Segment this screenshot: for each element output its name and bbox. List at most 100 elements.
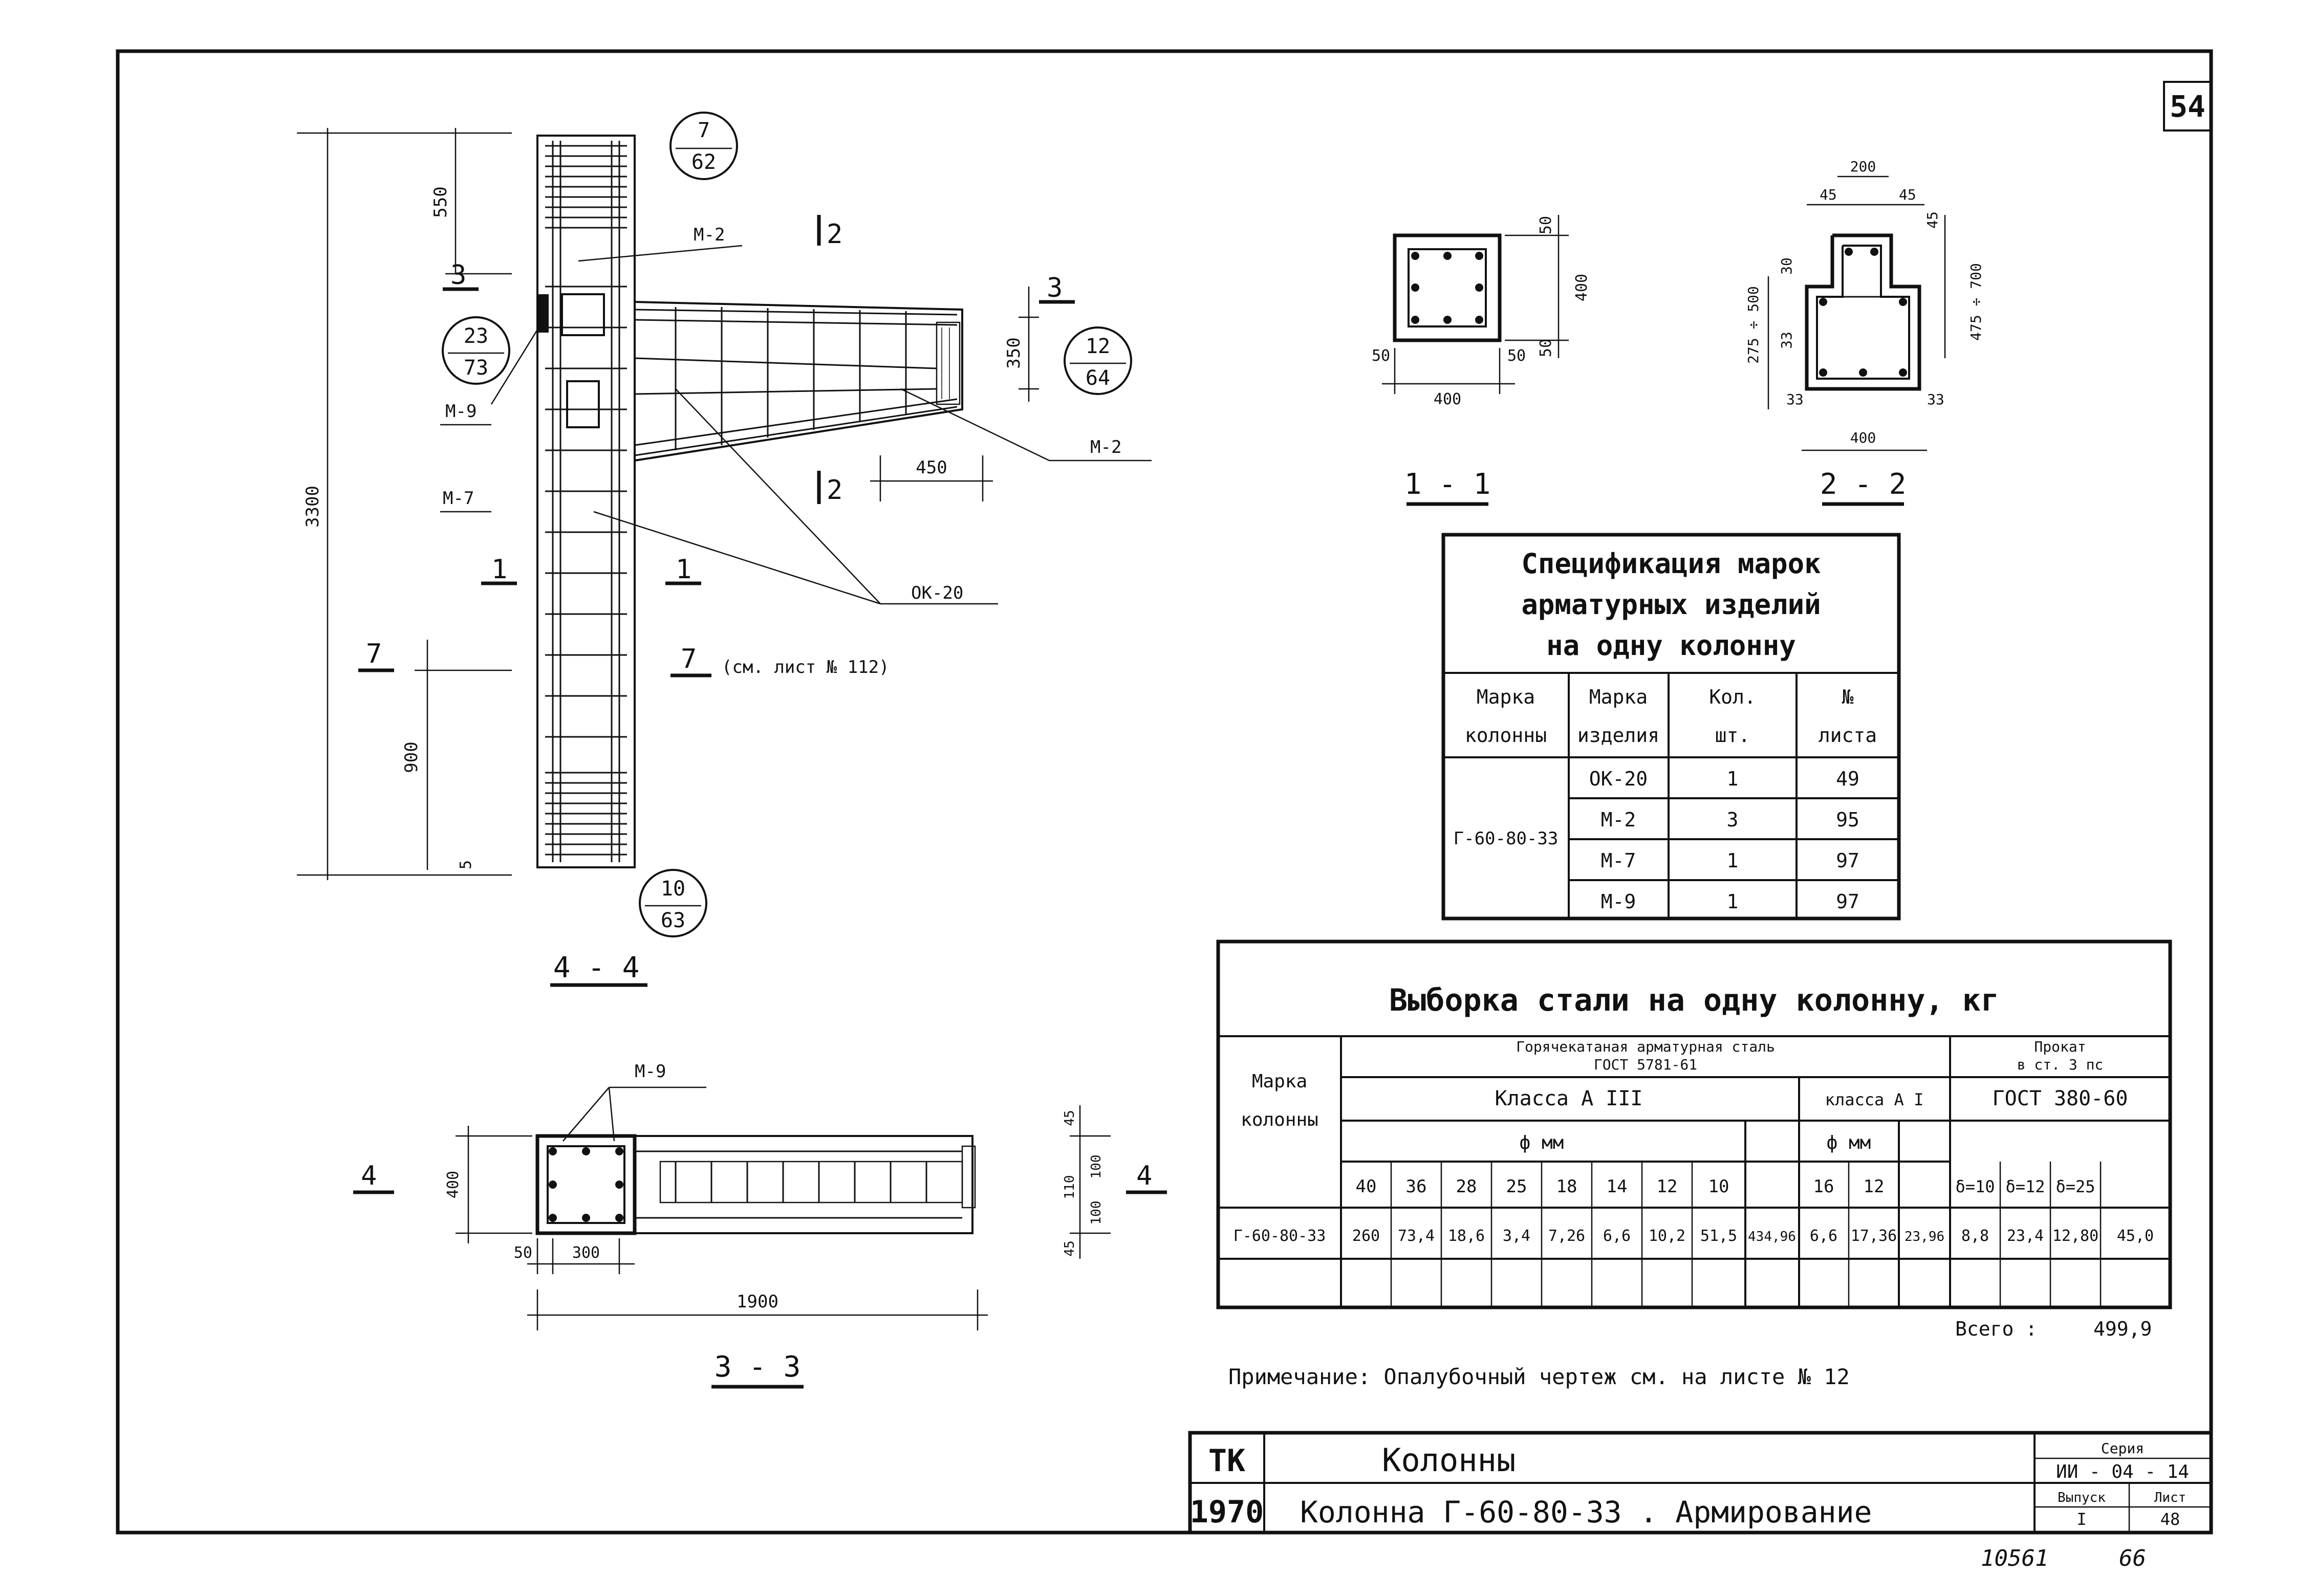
spec-table: Спецификация марок арматурных изделий на… bbox=[1441, 533, 1901, 921]
corner-stamp-box bbox=[2163, 81, 2212, 132]
drawing-text-125: 23,4 bbox=[2007, 1227, 2044, 1245]
node-ref-1: 7 62 bbox=[669, 112, 738, 180]
inventory-number: 10561 bbox=[1981, 1545, 2048, 1571]
drawing-text-25: 900 bbox=[401, 741, 422, 773]
drawing-text-98: 40 bbox=[1356, 1176, 1377, 1197]
title-series-value: ИИ - 04 - 14 bbox=[2056, 1461, 2189, 1482]
drawing-text-76: 400 bbox=[444, 1171, 462, 1198]
drawing-text-74: 4 bbox=[361, 1161, 377, 1191]
drawing-text-122: 17,36 bbox=[1851, 1227, 1897, 1245]
section-mark-7b: 7 bbox=[681, 644, 697, 674]
drawing-text-44: 275 ÷ 500 bbox=[1745, 286, 1762, 364]
bottom-ties bbox=[545, 772, 627, 856]
label-m2-right: М-2 bbox=[1090, 437, 1121, 457]
drawing-text-72: 97 bbox=[1836, 890, 1859, 913]
drawing-text-31: 50 bbox=[1372, 347, 1390, 365]
drawing-text-63: 49 bbox=[1836, 768, 1859, 790]
label-m9-left: М-9 bbox=[445, 401, 477, 422]
drawing-text-41: 475 ÷ 700 bbox=[1967, 263, 1984, 341]
drawing-text-103: 14 bbox=[1607, 1176, 1628, 1197]
node-ref-2: 23 73 bbox=[442, 316, 510, 385]
drawing-text-64: М-2 bbox=[1601, 808, 1636, 831]
drawing-text-126: 12,80 bbox=[2052, 1227, 2098, 1245]
node-ref-3: 12 64 bbox=[1064, 326, 1132, 395]
drawing-text-96: ф мм bbox=[1520, 1132, 1564, 1153]
spec-title-2: арматурных изделий bbox=[1521, 588, 1821, 621]
drawing-text-15: 7 bbox=[698, 119, 710, 142]
corbel bbox=[634, 301, 963, 462]
label-m7: М-7 bbox=[443, 488, 474, 509]
drawing-text-47: 400 bbox=[1850, 429, 1876, 446]
drawing-text-18: 73 bbox=[464, 356, 488, 380]
drawing-text-22: 63 bbox=[661, 909, 685, 932]
drawing-text-28: 450 bbox=[916, 457, 947, 478]
drawing-text-16: 62 bbox=[691, 150, 716, 174]
section-3-3: М-9 4 4 400 50 300 1900 45 100 110 100 4… bbox=[353, 1061, 1167, 1330]
drawing-text-84: 45 bbox=[1062, 1240, 1077, 1256]
drawing-note: Примечание: Опалубочный чертеж см. на ли… bbox=[1228, 1364, 1850, 1389]
view-title-2-2: 2 - 2 bbox=[1820, 468, 1907, 501]
drawing-text-78: 300 bbox=[572, 1244, 600, 1262]
page-number: 66 bbox=[2119, 1545, 2146, 1571]
drawing-text-80: 45 bbox=[1062, 1110, 1077, 1126]
section-mark-4b: 4 bbox=[1136, 1161, 1152, 1191]
drawing-text-19: 12 bbox=[1086, 335, 1110, 358]
title-sheet-value: 48 bbox=[2160, 1510, 2180, 1529]
column-elevation bbox=[536, 135, 636, 868]
drawing-text-101: 25 bbox=[1506, 1176, 1527, 1197]
label-m9-bottom: М-9 bbox=[635, 1061, 666, 1082]
drawing-text-57: шт. bbox=[1715, 724, 1750, 747]
drawing-text-79: 1900 bbox=[737, 1292, 778, 1312]
drawing-text-90: ГОСТ 5781-61 bbox=[1594, 1056, 1697, 1073]
drawing-text-33: 50 bbox=[1537, 216, 1555, 234]
title-sheet-label: Лист bbox=[2154, 1490, 2187, 1505]
title-issue-value: I bbox=[2076, 1510, 2086, 1529]
drawing-text-24: 550 bbox=[430, 186, 451, 217]
drawing-text-61: ОК-20 bbox=[1589, 768, 1648, 790]
drawing-text-106: 16 bbox=[1813, 1176, 1834, 1197]
drawing-text-112: 260 bbox=[1352, 1227, 1380, 1245]
drawing-text-124: 8,8 bbox=[1961, 1227, 1989, 1245]
drawing-text-95: ГОСТ 380-60 bbox=[1993, 1087, 2128, 1110]
drawing-text-43: 33 bbox=[1778, 332, 1795, 349]
drawing-text-102: 18 bbox=[1556, 1176, 1577, 1197]
sheet-frame bbox=[116, 49, 2213, 1535]
drawing-text-110: δ=25 bbox=[2056, 1177, 2095, 1196]
drawing-text-66: 95 bbox=[1836, 808, 1859, 831]
drawing-text-17: 23 bbox=[464, 324, 488, 348]
drawing-text-30: 400 bbox=[1434, 390, 1461, 408]
section-2-2: 200 45 45 45 475 ÷ 700 30 33 275 ÷ 500 3… bbox=[1745, 158, 1984, 451]
node-ref-4: 10 63 bbox=[639, 869, 707, 937]
drawing-text-11: 1 bbox=[491, 554, 507, 585]
drawing-text-37: 200 bbox=[1850, 158, 1876, 175]
drawing-text-123: 23,96 bbox=[1905, 1229, 1944, 1244]
title-name: Колонны bbox=[1382, 1441, 1516, 1479]
title-org: ТК bbox=[1208, 1443, 1245, 1479]
drawing-text-115: 3,4 bbox=[1503, 1227, 1530, 1245]
drawing-text-105: 10 bbox=[1708, 1176, 1729, 1197]
view-title-3-3: 3 - 3 bbox=[715, 1350, 801, 1384]
drawing-text-118: 10,2 bbox=[1649, 1227, 1685, 1245]
drawing-text-92: в ст. 3 пс bbox=[2017, 1056, 2104, 1073]
drawing-text-108: δ=10 bbox=[1955, 1177, 1995, 1196]
drawing-text-91: Прокат bbox=[2034, 1038, 2086, 1055]
drawing-text-71: 1 bbox=[1727, 890, 1739, 913]
drawing-text-83: 100 bbox=[1089, 1201, 1104, 1225]
drawing-text-114: 18,6 bbox=[1448, 1227, 1485, 1245]
drawing-text-117: 6,6 bbox=[1603, 1227, 1631, 1245]
section-mark-3b: 3 bbox=[1047, 273, 1063, 303]
drawing-text-32: 50 bbox=[1507, 347, 1526, 365]
view-title-4-4: 4 - 4 bbox=[553, 951, 640, 985]
drawing-text-27: 350 bbox=[1004, 337, 1024, 368]
drawing-text-69: 97 bbox=[1836, 849, 1859, 872]
drawing-text-56: Кол. bbox=[1709, 686, 1756, 708]
drawing-text-94: класса А I bbox=[1825, 1090, 1924, 1109]
label-ok20: ОК-20 bbox=[911, 583, 963, 603]
label-m2-top: М-2 bbox=[694, 225, 725, 245]
label-see-sheet: (см. лист № 112) bbox=[722, 657, 890, 677]
drawing-text-38: 45 bbox=[1820, 186, 1837, 203]
elevation-dimensions: 3300 550 900 5 350 450 bbox=[297, 128, 1039, 880]
section-cut-marks: 2 2 3 3 1 1 7 7 bbox=[358, 215, 1075, 677]
drawing-text-68: 1 bbox=[1727, 849, 1739, 872]
